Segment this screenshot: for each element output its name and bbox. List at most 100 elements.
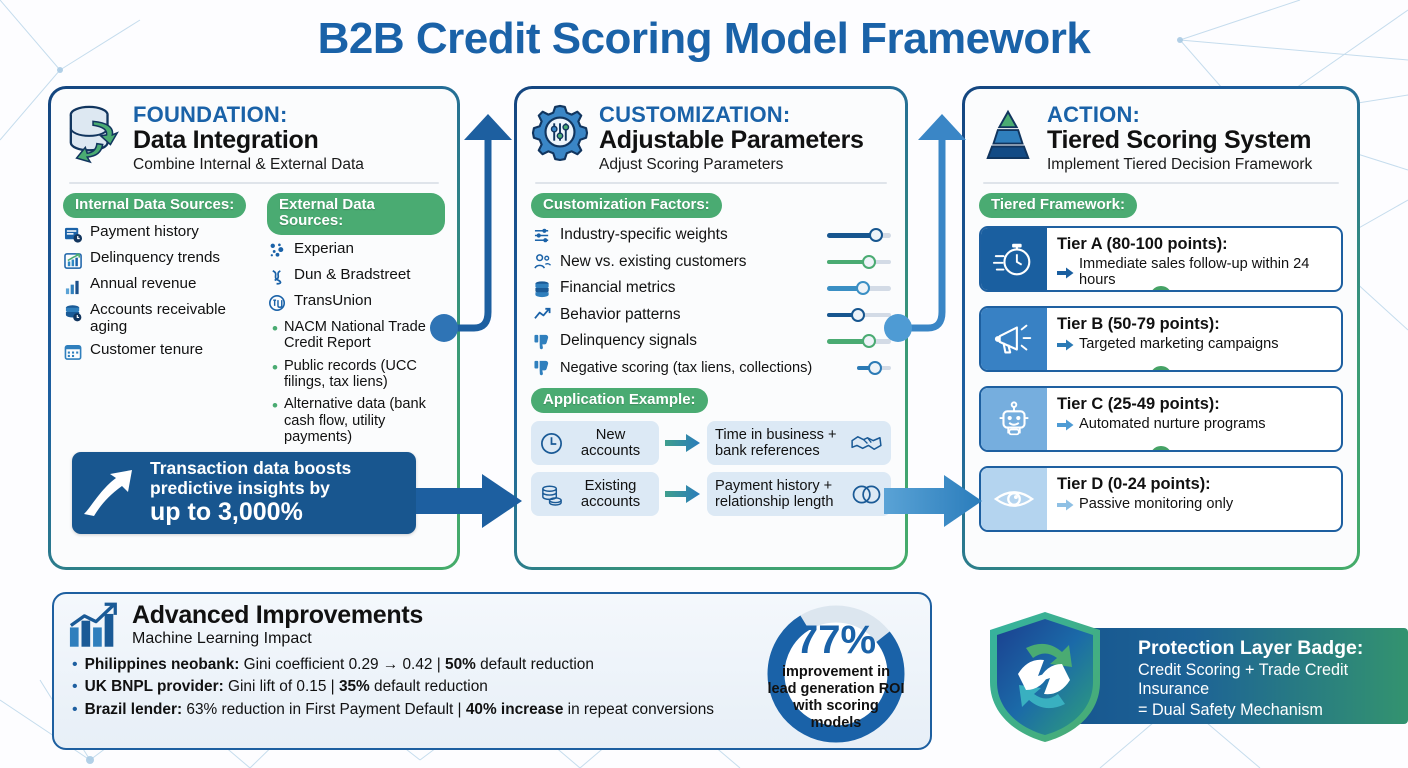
example-arrow-icon [665, 485, 700, 504]
advanced-subtitle: Machine Learning Impact [132, 629, 312, 647]
trendline-icon [531, 305, 553, 325]
foundation-kicker: FOUNDATION: [133, 102, 288, 127]
action-kicker: ACTION: [1047, 102, 1141, 127]
donut-caption-4: models [811, 715, 862, 731]
eye-icon [981, 468, 1047, 531]
tier-name: Tier B (50-79 points): [1057, 315, 1220, 334]
application-examples: New accounts Time in business + bank ref… [517, 421, 905, 517]
factor-row[interactable]: Behavior patterns [531, 305, 891, 325]
bullet-dot: • [272, 396, 278, 416]
list-item: Payment history [63, 224, 255, 244]
list-item: • UK BNPL provider: Gini lift of 0.15 | … [72, 676, 916, 698]
tier-list: Tier A (80-100 points): Immediate sales … [965, 226, 1357, 533]
customization-factors-pill: Customization Factors: [531, 192, 722, 219]
external-sources-pill: External Data Sources: [267, 192, 445, 235]
bullet-mid: 63% reduction in First Payment Default | [182, 700, 466, 718]
growth-arrow-icon [84, 470, 132, 516]
tier-row[interactable]: Tier D (0-24 points): Passive monitoring… [979, 466, 1343, 533]
list-item: Experian [267, 240, 445, 261]
bullet-mid: Gini coefficient 0.29 → 0.42 | [239, 656, 446, 673]
bullet-dot: • [72, 656, 78, 673]
factor-slider[interactable] [827, 307, 891, 322]
calendar-icon [63, 343, 83, 362]
tier-name: Tier C (25-49 points): [1057, 395, 1220, 414]
action-subtitle: Implement Tiered Decision Framework [1047, 156, 1313, 174]
transaction-data-callout: Transaction data boosts predictive insig… [72, 452, 416, 534]
shield-arrows-icon [990, 612, 1100, 742]
tier-action: Immediate sales follow-up within 24 hour… [1057, 256, 1335, 289]
foundation-title: Data Integration [133, 126, 319, 155]
list-item: Dun & Bradstreet [267, 266, 445, 287]
factor-slider[interactable] [827, 254, 891, 269]
factor-slider[interactable] [827, 228, 891, 243]
tier-row[interactable]: Tier A (80-100 points): Immediate sales … [979, 226, 1343, 293]
tier-row[interactable]: Tier C (25-49 points): Automated nurture… [979, 386, 1343, 453]
factor-row[interactable]: Delinquency signals [531, 331, 891, 351]
arrow-right-icon [1057, 499, 1074, 511]
factor-row[interactable]: Negative scoring (tax liens, collections… [531, 358, 891, 378]
factor-row[interactable]: New vs. existing customers [531, 252, 891, 272]
advanced-title: Advanced Improvements [132, 601, 424, 629]
list-item: Annual revenue [63, 276, 255, 296]
advanced-header: Advanced Improvements Machine Learning I… [54, 594, 930, 649]
example-source-label: Existing accounts [580, 478, 641, 511]
arrow-customization-to-action [884, 475, 982, 527]
example-arrow-icon [665, 434, 700, 453]
factor-row[interactable]: Industry-specific weights [531, 225, 891, 245]
tier-action: Automated nurture programs [1057, 416, 1335, 433]
factor-label: Behavior patterns [560, 305, 681, 323]
coins-clock-icon [63, 303, 83, 322]
divider [983, 181, 1339, 184]
divider [69, 181, 439, 184]
factor-slider[interactable] [827, 334, 891, 349]
customization-header: CUSTOMIZATION: Adjustable Parameters Adj… [517, 89, 905, 174]
donut-caption-1: improvement in [782, 664, 890, 680]
megaphone-icon [981, 308, 1047, 371]
tier-row[interactable]: Tier B (50-79 points): Targeted marketin… [979, 306, 1343, 373]
foundation-header: FOUNDATION: Data Integration Combine Int… [51, 89, 457, 174]
list-item-label: Customer tenure [90, 340, 204, 358]
protection-layer-badge: Protection Layer Badge: Credit Scoring +… [1062, 628, 1408, 724]
bullet-highlight: 50% [445, 656, 476, 673]
factor-row[interactable]: Financial metrics [531, 278, 891, 298]
factor-label: Industry-specific weights [560, 226, 728, 244]
dun-bradstreet-icon [267, 268, 287, 287]
list-item-label: TransUnion [294, 291, 372, 309]
list-item-label: Public records (UCC filings, tax liens) [283, 357, 417, 390]
linked-rings-icon [850, 482, 883, 507]
bullet-lead: UK BNPL provider: [84, 678, 224, 696]
list-item: • Public records (UCC filings, tax liens… [267, 358, 445, 391]
roi-donut-chart: 77% improvement in lead generation ROI w… [767, 605, 905, 743]
badge-line2: = Dual Safety Mechanism [1138, 700, 1323, 719]
bullet-lead: Philippines neobank: [84, 656, 240, 673]
invoice-clock-icon [63, 225, 83, 244]
database-arrow-icon [65, 101, 123, 164]
external-sources-column: External Data Sources: Experian Dun & Br… [267, 192, 445, 445]
tier-action: Targeted marketing campaigns [1057, 336, 1335, 353]
badge-line1: Credit Scoring + Trade Credit Insurance [1138, 660, 1349, 699]
donut-value: 77% [796, 618, 876, 662]
tier-name: Tier D (0-24 points): [1057, 475, 1211, 494]
example-row: Existing accounts Payment history + rela… [531, 472, 891, 517]
list-item-label: Annual revenue [90, 275, 197, 293]
list-item-label: Payment history [90, 223, 199, 241]
list-item: TransUnion [267, 291, 445, 313]
connector-foundation-to-customization [430, 114, 512, 342]
arrow-foundation-to-customization [416, 474, 522, 528]
factor-slider[interactable] [827, 281, 891, 296]
factor-slider[interactable] [857, 360, 891, 375]
donut-caption-3: with scoring [792, 698, 878, 714]
thumbs-down-icon [531, 331, 553, 351]
callout-line1: Transaction data boosts predictive insig… [150, 458, 352, 498]
action-header: ACTION: Tiered Scoring System Implement … [965, 89, 1357, 174]
thumbs-down-icon [531, 358, 553, 378]
panel-action: ACTION: Tiered Scoring System Implement … [962, 86, 1360, 570]
handshake-icon [850, 432, 883, 455]
list-item-label: Alternative data (bank cash flow, utilit… [283, 396, 426, 445]
customization-subtitle: Adjust Scoring Parameters [599, 156, 784, 174]
trend-chart-icon [63, 251, 83, 270]
customization-factors-list: Industry-specific weights New vs. existi… [517, 225, 905, 378]
growth-bars-icon [68, 602, 122, 649]
factor-label: New vs. existing customers [560, 252, 747, 270]
